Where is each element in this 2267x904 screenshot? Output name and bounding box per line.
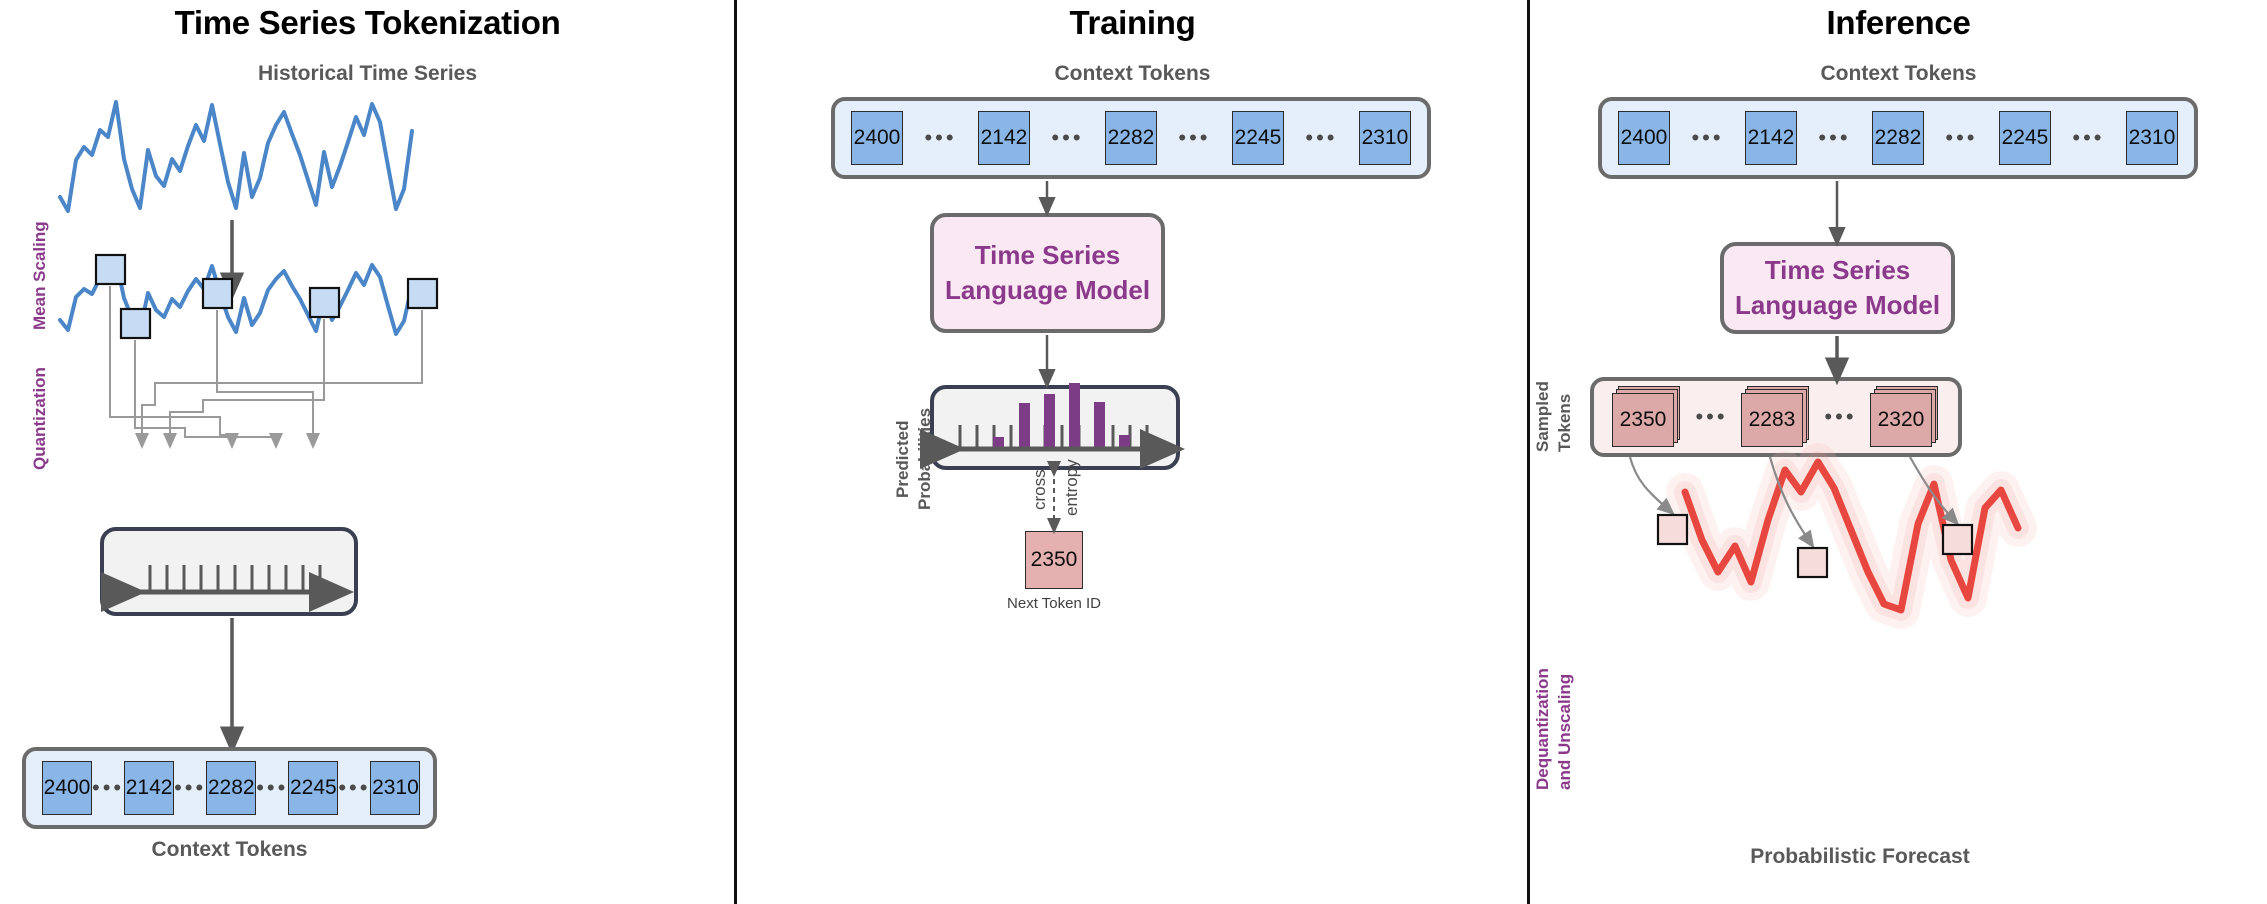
- token-box[interactable]: 2142: [1744, 111, 1797, 165]
- model-title-line1: Time Series: [1764, 254, 1911, 285]
- forecast-sample-markers: [1656, 513, 1974, 579]
- panel-inference: Inference Context Tokens 2400 ••• 2142 •…: [1530, 0, 2267, 904]
- token-box[interactable]: 2310: [1358, 111, 1411, 165]
- panel-training: Training Context Tokens 2400 ••• 2142 ••…: [737, 0, 1528, 904]
- sampled-token-stack[interactable]: 2320: [1869, 386, 1940, 448]
- ellipsis: •••: [256, 775, 289, 800]
- ellipsis: •••: [338, 775, 371, 800]
- caption-context-tokens-training: Context Tokens: [1054, 62, 1211, 85]
- context-tokens-strip: 2400 ••• 2142 ••• 2282 ••• 2245 ••• 2310: [22, 747, 437, 829]
- ellipsis: •••: [1051, 125, 1084, 150]
- ellipsis: •••: [2072, 125, 2105, 150]
- label-tokens: Tokens: [1555, 393, 1574, 452]
- sampled-token-stack[interactable]: 2283: [1740, 386, 1811, 448]
- token-box[interactable]: 2282: [1104, 111, 1157, 165]
- stage-label-quantization: Quantization: [30, 367, 49, 470]
- token-box[interactable]: 2245: [1231, 111, 1284, 165]
- label-and-unscaling: and Unscaling: [1555, 673, 1574, 790]
- series-sample-markers: [94, 253, 439, 340]
- sampled-token-box[interactable]: 2283: [1740, 393, 1803, 447]
- predicted-probabilities-box: [930, 385, 1180, 470]
- ellipsis: •••: [1695, 404, 1728, 429]
- label-dequantization: Dequantization: [1533, 668, 1552, 790]
- time-series-language-model-box: Time Series Language Model: [1720, 242, 1955, 334]
- forecast-line: [1681, 458, 2022, 614]
- token-box[interactable]: 2142: [977, 111, 1030, 165]
- quantization-connectors: [109, 286, 423, 449]
- context-tokens-strip: 2400 ••• 2142 ••• 2282 ••• 2245 ••• 2310: [1598, 97, 2198, 179]
- ellipsis: •••: [1691, 125, 1724, 150]
- label-predicted: Predicted: [893, 420, 912, 498]
- context-tokens-strip: 2400 ••• 2142 ••• 2282 ••• 2245 ••• 2310: [831, 97, 1431, 179]
- token-box[interactable]: 2282: [206, 761, 257, 815]
- model-title-line2: Language Model: [944, 275, 1151, 305]
- time-series-language-model-box: Time Series Language Model: [930, 213, 1165, 333]
- token-box[interactable]: 2400: [851, 111, 903, 165]
- scaled-series-line: [58, 258, 414, 336]
- token-box[interactable]: 2245: [1998, 111, 2051, 165]
- token-box[interactable]: 2400: [1618, 111, 1670, 165]
- ellipsis: •••: [92, 775, 125, 800]
- token-box[interactable]: 2245: [288, 761, 339, 815]
- page-title-inference: Inference: [1826, 4, 1971, 41]
- token-box[interactable]: 2310: [2125, 111, 2178, 165]
- model-title-line2: Language Model: [1734, 290, 1941, 320]
- stage-label-mean-scaling: Mean Scaling: [30, 221, 49, 330]
- ellipsis: •••: [1945, 125, 1978, 150]
- sampled-tokens-strip: 2350 ••• 2283 ••• 2320: [1590, 377, 1962, 457]
- token-box[interactable]: 2400: [42, 761, 92, 815]
- ellipsis: •••: [174, 775, 207, 800]
- ellipsis: •••: [1305, 125, 1338, 150]
- forecast-uncertainty-band: [1666, 443, 2037, 629]
- page-title-training: Training: [1069, 4, 1196, 41]
- caption-probabilistic-forecast: Probabilistic Forecast: [1750, 845, 1970, 868]
- panel-divider: [1527, 0, 1530, 904]
- caption-next-token-id: Next Token ID: [1007, 595, 1101, 612]
- caption-context-tokens-bottom: Context Tokens: [151, 838, 308, 861]
- token-box[interactable]: 2142: [124, 761, 175, 815]
- next-token-id-box[interactable]: 2350: [1025, 531, 1083, 589]
- label-sampled: Sampled: [1533, 381, 1552, 452]
- dequantization-arrows: [1628, 456, 1960, 549]
- label-probabilities: Probabilities: [915, 407, 934, 510]
- sampled-token-box[interactable]: 2320: [1869, 393, 1932, 447]
- panel-tokenization: Time Series Tokenization Historical Time…: [0, 0, 735, 904]
- token-box[interactable]: 2310: [370, 761, 421, 815]
- caption-context-tokens-inference: Context Tokens: [1820, 62, 1977, 85]
- sampled-token-stack[interactable]: 2350: [1612, 386, 1682, 448]
- panel-divider: [734, 0, 737, 904]
- label-entropy: entropy: [1062, 459, 1081, 516]
- token-box[interactable]: 2282: [1871, 111, 1924, 165]
- model-title-line1: Time Series: [974, 239, 1121, 270]
- page-title-tokenization: Time Series Tokenization: [174, 4, 561, 41]
- ellipsis: •••: [1824, 404, 1857, 429]
- caption-historical-time-series: Historical Time Series: [257, 62, 478, 85]
- label-cross: cross: [1030, 469, 1049, 510]
- sampled-token-box[interactable]: 2350: [1612, 393, 1674, 447]
- ellipsis: •••: [924, 125, 957, 150]
- ellipsis: •••: [1178, 125, 1211, 150]
- ellipsis: •••: [1818, 125, 1851, 150]
- quantization-number-line-box: [100, 527, 358, 616]
- historical-series-line: [58, 100, 414, 213]
